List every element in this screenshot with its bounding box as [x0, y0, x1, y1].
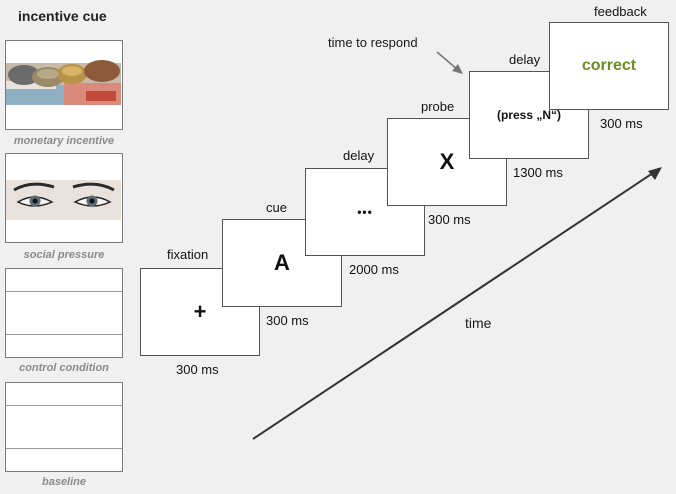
duration-feedback: 300 ms	[600, 116, 643, 131]
frame-feedback: correct	[549, 22, 669, 110]
incentive-cue-title: incentive cue	[18, 8, 107, 24]
stage-label-delay: delay	[343, 148, 375, 163]
blank-band	[6, 291, 122, 335]
duration-probe: 300 ms	[428, 212, 471, 227]
duration-delay: 2000 ms	[349, 262, 399, 277]
cue-letter: A	[274, 250, 290, 275]
control-condition-label: control condition	[19, 362, 109, 374]
social-pressure-panel	[5, 153, 123, 243]
duration-cue: 300 ms	[266, 313, 309, 328]
baseline-label: baseline	[41, 476, 87, 488]
frame-probe: X	[387, 118, 507, 206]
money-image	[6, 41, 121, 128]
press-instruction: (press „N“)	[496, 108, 561, 122]
time-to-respond-annotation: time to respond	[328, 35, 418, 50]
stage-label-cue: cue	[266, 200, 287, 215]
stage-label-fixation: fixation	[167, 247, 209, 262]
stage-label-probe: probe	[421, 99, 455, 114]
monetary-incentive-label: monetary incentive	[13, 135, 115, 147]
social-pressure-label: social pressure	[23, 249, 105, 261]
baseline-panel	[5, 382, 123, 472]
probe-letter: X	[439, 149, 455, 174]
time-axis-label: time	[465, 315, 492, 331]
stage-label-feedback: feedback	[594, 4, 647, 19]
fixation-cross: +	[193, 299, 207, 324]
duration-response-delay: 1300 ms	[513, 165, 563, 180]
blank-band	[6, 405, 122, 449]
delay-dots: •••	[357, 205, 373, 219]
eyes-image	[6, 154, 121, 241]
monetary-incentive-panel	[5, 40, 123, 130]
feedback-text: correct	[581, 57, 637, 74]
control-condition-panel	[5, 268, 123, 358]
duration-fixation: 300 ms	[176, 362, 219, 377]
stage-label-response-delay: delay	[509, 52, 541, 67]
